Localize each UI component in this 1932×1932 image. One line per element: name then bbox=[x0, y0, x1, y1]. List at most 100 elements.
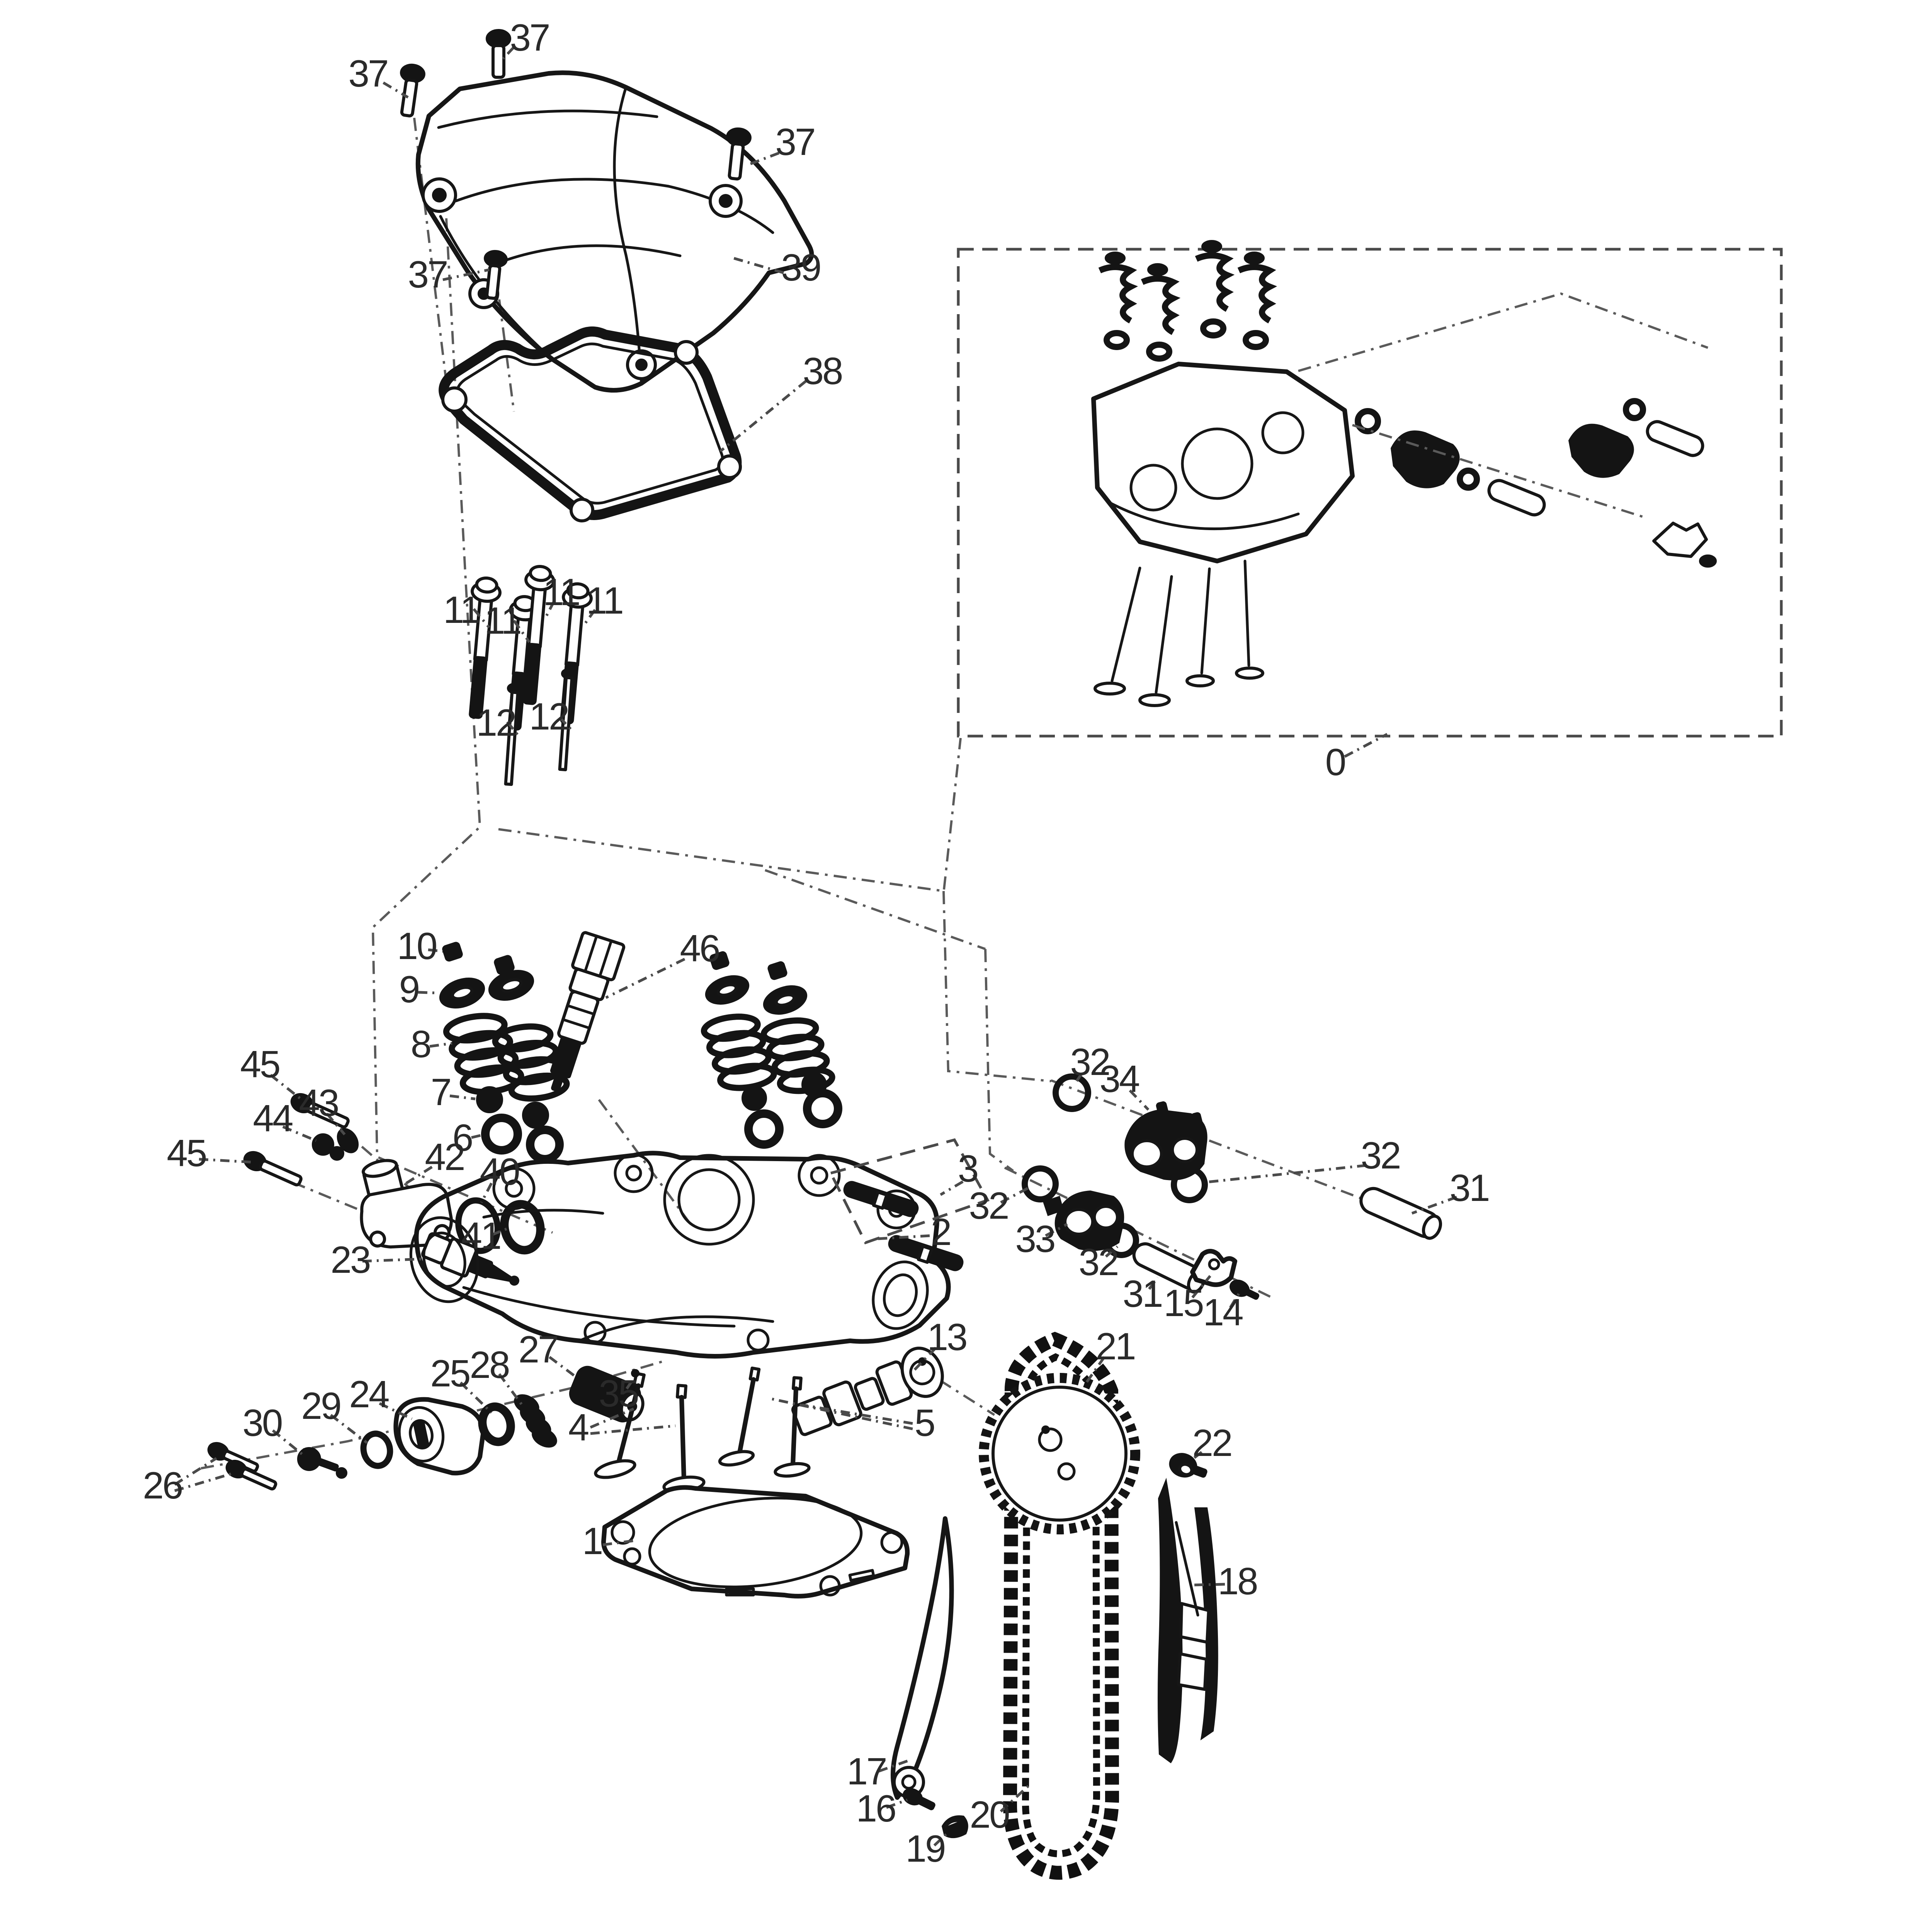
callout-15-leader bbox=[1191, 1275, 1211, 1299]
studs-3 bbox=[828, 1138, 990, 1271]
callout-8-leader bbox=[429, 1042, 452, 1048]
rocker-arm-34 bbox=[1124, 1101, 1208, 1180]
callout-4-label: 4 bbox=[568, 1406, 588, 1449]
callout-7-label: 7 bbox=[431, 1071, 451, 1113]
callout-1-leader bbox=[602, 1539, 638, 1546]
callout-37-label: 37 bbox=[775, 121, 814, 163]
callout-28-label: 28 bbox=[469, 1344, 509, 1386]
pivot-bolt-22 bbox=[1169, 1453, 1208, 1478]
callout-18-leader bbox=[1192, 1583, 1225, 1587]
callout-8-label: 8 bbox=[411, 1023, 430, 1065]
callout-37-leader bbox=[502, 46, 515, 60]
oring-32 bbox=[1053, 1073, 1091, 1112]
bolt-37 bbox=[726, 127, 752, 181]
bolt-11 bbox=[522, 565, 555, 705]
chain-guide-17 bbox=[891, 1516, 954, 1800]
callout-13-leader bbox=[912, 1347, 937, 1372]
callout-19-leader bbox=[933, 1833, 948, 1847]
valve-springs-8 bbox=[443, 1013, 570, 1102]
cam-sprocket-21 bbox=[979, 1373, 1140, 1534]
callout-17-label: 17 bbox=[847, 1750, 886, 1793]
chain-shoe-19 bbox=[941, 1815, 968, 1838]
head-gasket-1 bbox=[601, 1485, 910, 1599]
valve-cover-39 bbox=[415, 70, 814, 393]
oring-32 bbox=[1104, 1223, 1139, 1258]
callout-34-label: 34 bbox=[1099, 1058, 1139, 1100]
callout-29-leader bbox=[330, 1414, 368, 1444]
callout-16-leader bbox=[886, 1798, 908, 1809]
callout-25-leader bbox=[459, 1381, 493, 1414]
callout-40-label: 40 bbox=[480, 1150, 519, 1193]
callout-10-label: 10 bbox=[397, 925, 436, 967]
callout-14-label: 14 bbox=[1203, 1291, 1243, 1333]
stud-12 bbox=[504, 682, 523, 786]
callout-33-leader bbox=[1045, 1223, 1068, 1237]
callout-37-leader bbox=[383, 81, 409, 99]
callout-42-leader bbox=[402, 1166, 433, 1187]
callout-38-leader bbox=[719, 380, 807, 452]
callout-15-label: 15 bbox=[1163, 1282, 1203, 1324]
callout-0-leader bbox=[1344, 733, 1388, 758]
oring-32 bbox=[1022, 1165, 1059, 1202]
callout-20-leader bbox=[1000, 1782, 1033, 1813]
callout-31-label: 31 bbox=[1122, 1272, 1162, 1315]
callout-11-leader bbox=[513, 619, 531, 643]
callout-13-label: 13 bbox=[927, 1316, 966, 1358]
callout-27-leader bbox=[548, 1356, 578, 1379]
callout-26-label: 26 bbox=[143, 1464, 182, 1507]
tappet-cover-24 bbox=[393, 1397, 486, 1476]
callout-32-label: 32 bbox=[1078, 1241, 1117, 1283]
mini-valve-springs bbox=[1098, 240, 1277, 362]
callout-45-label: 45 bbox=[240, 1043, 279, 1085]
callout-30-label: 30 bbox=[242, 1401, 282, 1444]
valve-piece-30 bbox=[297, 1447, 347, 1479]
valve-spring-seats-7 bbox=[476, 1086, 549, 1129]
callout-4-leader bbox=[590, 1424, 676, 1435]
callout-37-leader bbox=[746, 151, 780, 167]
bolt-37 bbox=[400, 63, 425, 117]
callout-39-label: 39 bbox=[781, 246, 820, 289]
stopper-plate-15 bbox=[1190, 1249, 1237, 1287]
callout-11-label: 11 bbox=[484, 599, 520, 642]
coolant-outlet-42 bbox=[360, 1159, 453, 1249]
callout-27-label: 27 bbox=[518, 1328, 557, 1371]
callout-44-label: 44 bbox=[253, 1097, 293, 1139]
callout-5-label: 5 bbox=[915, 1401, 934, 1444]
spark-plug-46 bbox=[550, 931, 626, 1092]
callout-33-label: 33 bbox=[1015, 1218, 1054, 1260]
callout-40-leader bbox=[480, 1182, 493, 1203]
check-ball-35 bbox=[631, 1369, 639, 1378]
callout-1-label: 1 bbox=[582, 1520, 602, 1562]
callout-21-leader bbox=[1083, 1356, 1105, 1387]
callout-25-label: 25 bbox=[430, 1352, 469, 1395]
oring-41 bbox=[500, 1200, 545, 1255]
callout-37-label: 37 bbox=[510, 16, 549, 59]
callout-12-label: 12 bbox=[476, 701, 515, 744]
bolt-37 bbox=[484, 250, 508, 300]
assembled-head-box-0 bbox=[957, 240, 1783, 738]
callout-23-label: 23 bbox=[330, 1238, 370, 1281]
callout-37-label: 37 bbox=[408, 253, 447, 296]
callout-26-leader bbox=[174, 1457, 217, 1486]
callout-46-label: 46 bbox=[680, 927, 719, 969]
callout-32-label: 32 bbox=[1361, 1134, 1400, 1177]
valve-cover-bolts-37 bbox=[400, 29, 752, 300]
mini-rocker-parts bbox=[1298, 292, 1717, 568]
callout-23-leader bbox=[362, 1257, 425, 1263]
valve-keepers-10 bbox=[442, 942, 515, 975]
bolt-16 bbox=[903, 1788, 935, 1810]
callout-45-leader bbox=[269, 1074, 305, 1102]
callout-3-leader bbox=[940, 1180, 964, 1196]
cylinder-head-2 bbox=[409, 1151, 951, 1359]
cam-chain-20 bbox=[1003, 1332, 1119, 1880]
callout-32-leader bbox=[1204, 1164, 1367, 1184]
callout-38-label: 38 bbox=[803, 350, 842, 392]
callout-11-label: 11 bbox=[586, 579, 622, 622]
bolt-37 bbox=[486, 29, 511, 79]
oring-25 bbox=[478, 1402, 515, 1446]
callout-9-label: 9 bbox=[399, 968, 419, 1010]
oring-40 bbox=[455, 1197, 501, 1254]
callout-24-label: 24 bbox=[349, 1373, 389, 1415]
